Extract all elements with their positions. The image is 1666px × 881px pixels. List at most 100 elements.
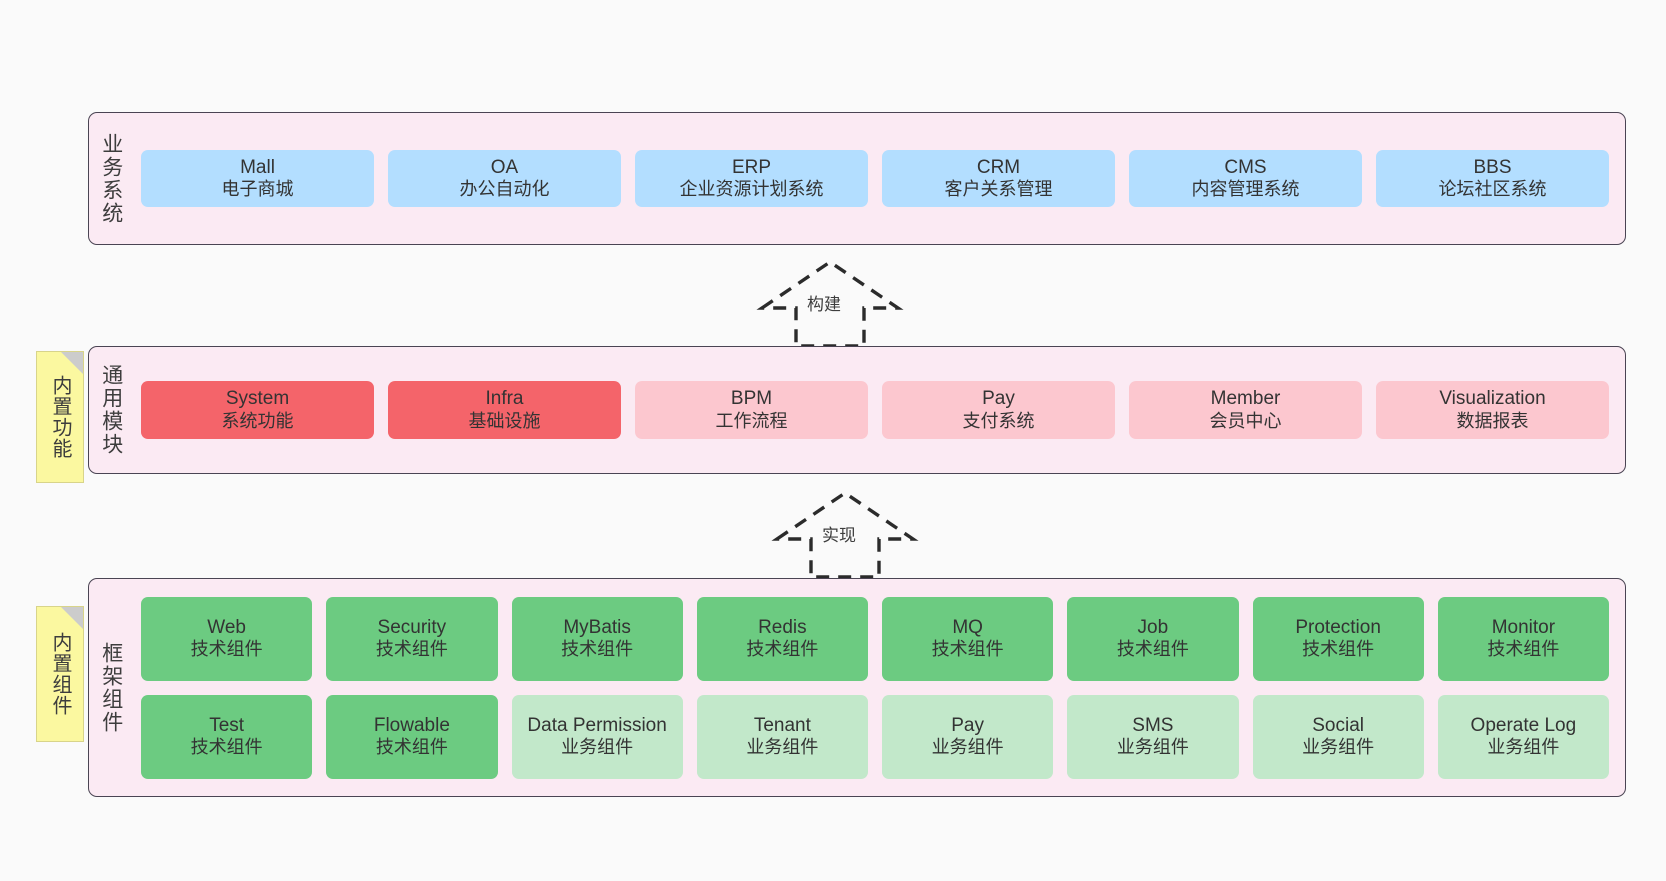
arrow-build-label: 构建 <box>807 295 841 314</box>
card-cms-desc: 内容管理系统 <box>1191 179 1300 200</box>
card-crm-name: CRM <box>976 156 1021 178</box>
arrow-build: 构建 <box>756 258 904 348</box>
card-pay-module-desc: 支付系统 <box>962 410 1035 431</box>
card-erp-desc: 企业资源计划系统 <box>679 179 824 200</box>
card-operate-log-name: Operate Log <box>1470 714 1577 736</box>
card-tenant-desc: 业务组件 <box>746 737 819 758</box>
layer-title-business-system: 业务系统 <box>99 132 123 225</box>
note-builtin-function: 内置功能 <box>36 351 84 483</box>
card-system[interactable]: System 系统功能 <box>141 381 374 439</box>
card-mybatis-name: MyBatis <box>563 616 631 638</box>
card-infra-desc: 基础设施 <box>468 410 541 431</box>
card-protection[interactable]: Protection 技术组件 <box>1252 596 1424 681</box>
card-crm[interactable]: CRM 客户关系管理 <box>882 149 1115 208</box>
card-test-desc: 技术组件 <box>190 737 263 758</box>
framework-tech-row: Web 技术组件 Security 技术组件 MyBatis 技术组件 Redi… <box>141 596 1609 681</box>
card-job-desc: 技术组件 <box>1116 639 1189 660</box>
card-infra[interactable]: Infra 基础设施 <box>388 381 621 439</box>
card-bpm-desc: 工作流程 <box>715 410 788 431</box>
card-sms-name: SMS <box>1132 714 1174 736</box>
card-pay-component-desc: 业务组件 <box>931 737 1004 758</box>
framework-biz-row: Test 技术组件 Flowable 技术组件 Data Permission … <box>141 694 1609 779</box>
card-infra-name: Infra <box>485 388 524 410</box>
layer-body-framework-component: Web 技术组件 Security 技术组件 MyBatis 技术组件 Redi… <box>133 579 1625 796</box>
card-data-permission-name: Data Permission <box>527 714 667 736</box>
note-fold-corner-icon <box>61 352 83 374</box>
card-redis[interactable]: Redis 技术组件 <box>696 596 868 681</box>
card-bbs-desc: 论坛社区系统 <box>1438 179 1547 200</box>
card-mq-desc: 技术组件 <box>931 639 1004 660</box>
card-flowable-desc: 技术组件 <box>375 737 448 758</box>
card-mall-desc: 电子商城 <box>221 179 294 200</box>
card-test-name: Test <box>209 714 245 736</box>
layer-framework-component: 框架组件 Web 技术组件 Security 技术组件 MyBatis 技术组件… <box>88 578 1626 797</box>
card-monitor-desc: 技术组件 <box>1487 639 1560 660</box>
card-test[interactable]: Test 技术组件 <box>141 694 313 779</box>
card-bpm[interactable]: BPM 工作流程 <box>635 381 868 439</box>
card-member-name: Member <box>1210 388 1281 410</box>
card-mall[interactable]: Mall 电子商城 <box>141 149 374 208</box>
card-bpm-name: BPM <box>730 388 773 410</box>
layer-title-common-module: 通用模块 <box>99 364 123 456</box>
arrow-implement: 实现 <box>771 489 919 579</box>
card-web-desc: 技术组件 <box>190 639 263 660</box>
card-redis-name: Redis <box>758 616 807 638</box>
card-mybatis[interactable]: MyBatis 技术组件 <box>511 596 683 681</box>
card-mall-name: Mall <box>240 156 275 178</box>
card-cms[interactable]: CMS 内容管理系统 <box>1129 149 1362 208</box>
card-bbs[interactable]: BBS 论坛社区系统 <box>1376 149 1609 208</box>
card-pay-component[interactable]: Pay 业务组件 <box>882 694 1054 779</box>
layer-body-business-system: Mall 电子商城 OA 办公自动化 ERP 企业资源计划系统 CRM 客户关系… <box>133 113 1625 244</box>
card-protection-desc: 技术组件 <box>1302 639 1375 660</box>
business-system-row: Mall 电子商城 OA 办公自动化 ERP 企业资源计划系统 CRM 客户关系… <box>141 149 1609 208</box>
card-social[interactable]: Social 业务组件 <box>1252 694 1424 779</box>
card-oa-name: OA <box>490 156 519 178</box>
card-operate-log[interactable]: Operate Log 业务组件 <box>1437 694 1609 779</box>
card-oa[interactable]: OA 办公自动化 <box>388 149 621 208</box>
card-monitor-name: Monitor <box>1491 616 1556 638</box>
card-bbs-name: BBS <box>1473 156 1512 178</box>
card-tenant-name: Tenant <box>753 714 811 736</box>
card-flowable[interactable]: Flowable 技术组件 <box>326 694 498 779</box>
layer-body-common-module: System 系统功能 Infra 基础设施 BPM 工作流程 Pay 支付系统… <box>133 347 1625 473</box>
card-system-desc: 系统功能 <box>221 410 294 431</box>
card-job-name: Job <box>1137 616 1169 638</box>
card-social-desc: 业务组件 <box>1302 737 1375 758</box>
card-sms-desc: 业务组件 <box>1116 737 1189 758</box>
card-social-name: Social <box>1312 714 1364 736</box>
card-web[interactable]: Web 技术组件 <box>141 596 313 681</box>
card-oa-desc: 办公自动化 <box>459 179 550 200</box>
card-protection-name: Protection <box>1295 616 1381 638</box>
card-pay-module[interactable]: Pay 支付系统 <box>882 381 1115 439</box>
card-erp[interactable]: ERP 企业资源计划系统 <box>635 149 868 208</box>
arrow-implement-label: 实现 <box>822 526 856 545</box>
note-fold-corner-icon <box>61 607 83 629</box>
card-data-permission-desc: 业务组件 <box>561 737 634 758</box>
card-member[interactable]: Member 会员中心 <box>1129 381 1362 439</box>
card-system-name: System <box>225 388 290 410</box>
card-monitor[interactable]: Monitor 技术组件 <box>1437 596 1609 681</box>
card-crm-desc: 客户关系管理 <box>944 179 1053 200</box>
arrow-build-shape <box>756 259 904 348</box>
arrow-implement-shape <box>771 490 919 579</box>
note-builtin-function-label: 内置功能 <box>49 375 71 459</box>
card-mybatis-desc: 技术组件 <box>561 639 634 660</box>
layer-common-module: 通用模块 System 系统功能 Infra 基础设施 BPM 工作流程 Pay… <box>88 346 1626 474</box>
card-job[interactable]: Job 技术组件 <box>1067 596 1239 681</box>
card-data-permission[interactable]: Data Permission 业务组件 <box>511 694 683 779</box>
card-security-name: Security <box>377 616 447 638</box>
common-module-row: System 系统功能 Infra 基础设施 BPM 工作流程 Pay 支付系统… <box>141 381 1609 439</box>
card-visualization-name: Visualization <box>1439 388 1546 410</box>
card-sms[interactable]: SMS 业务组件 <box>1067 694 1239 779</box>
card-security-desc: 技术组件 <box>375 639 448 660</box>
card-tenant[interactable]: Tenant 业务组件 <box>696 694 868 779</box>
card-security[interactable]: Security 技术组件 <box>326 596 498 681</box>
card-redis-desc: 技术组件 <box>746 639 819 660</box>
card-visualization[interactable]: Visualization 数据报表 <box>1376 381 1609 439</box>
card-mq[interactable]: MQ 技术组件 <box>882 596 1054 681</box>
card-cms-name: CMS <box>1224 156 1267 178</box>
card-flowable-name: Flowable <box>373 714 450 736</box>
layer-title-framework-component: 框架组件 <box>99 641 123 734</box>
card-erp-name: ERP <box>731 156 772 178</box>
card-visualization-desc: 数据报表 <box>1456 410 1529 431</box>
